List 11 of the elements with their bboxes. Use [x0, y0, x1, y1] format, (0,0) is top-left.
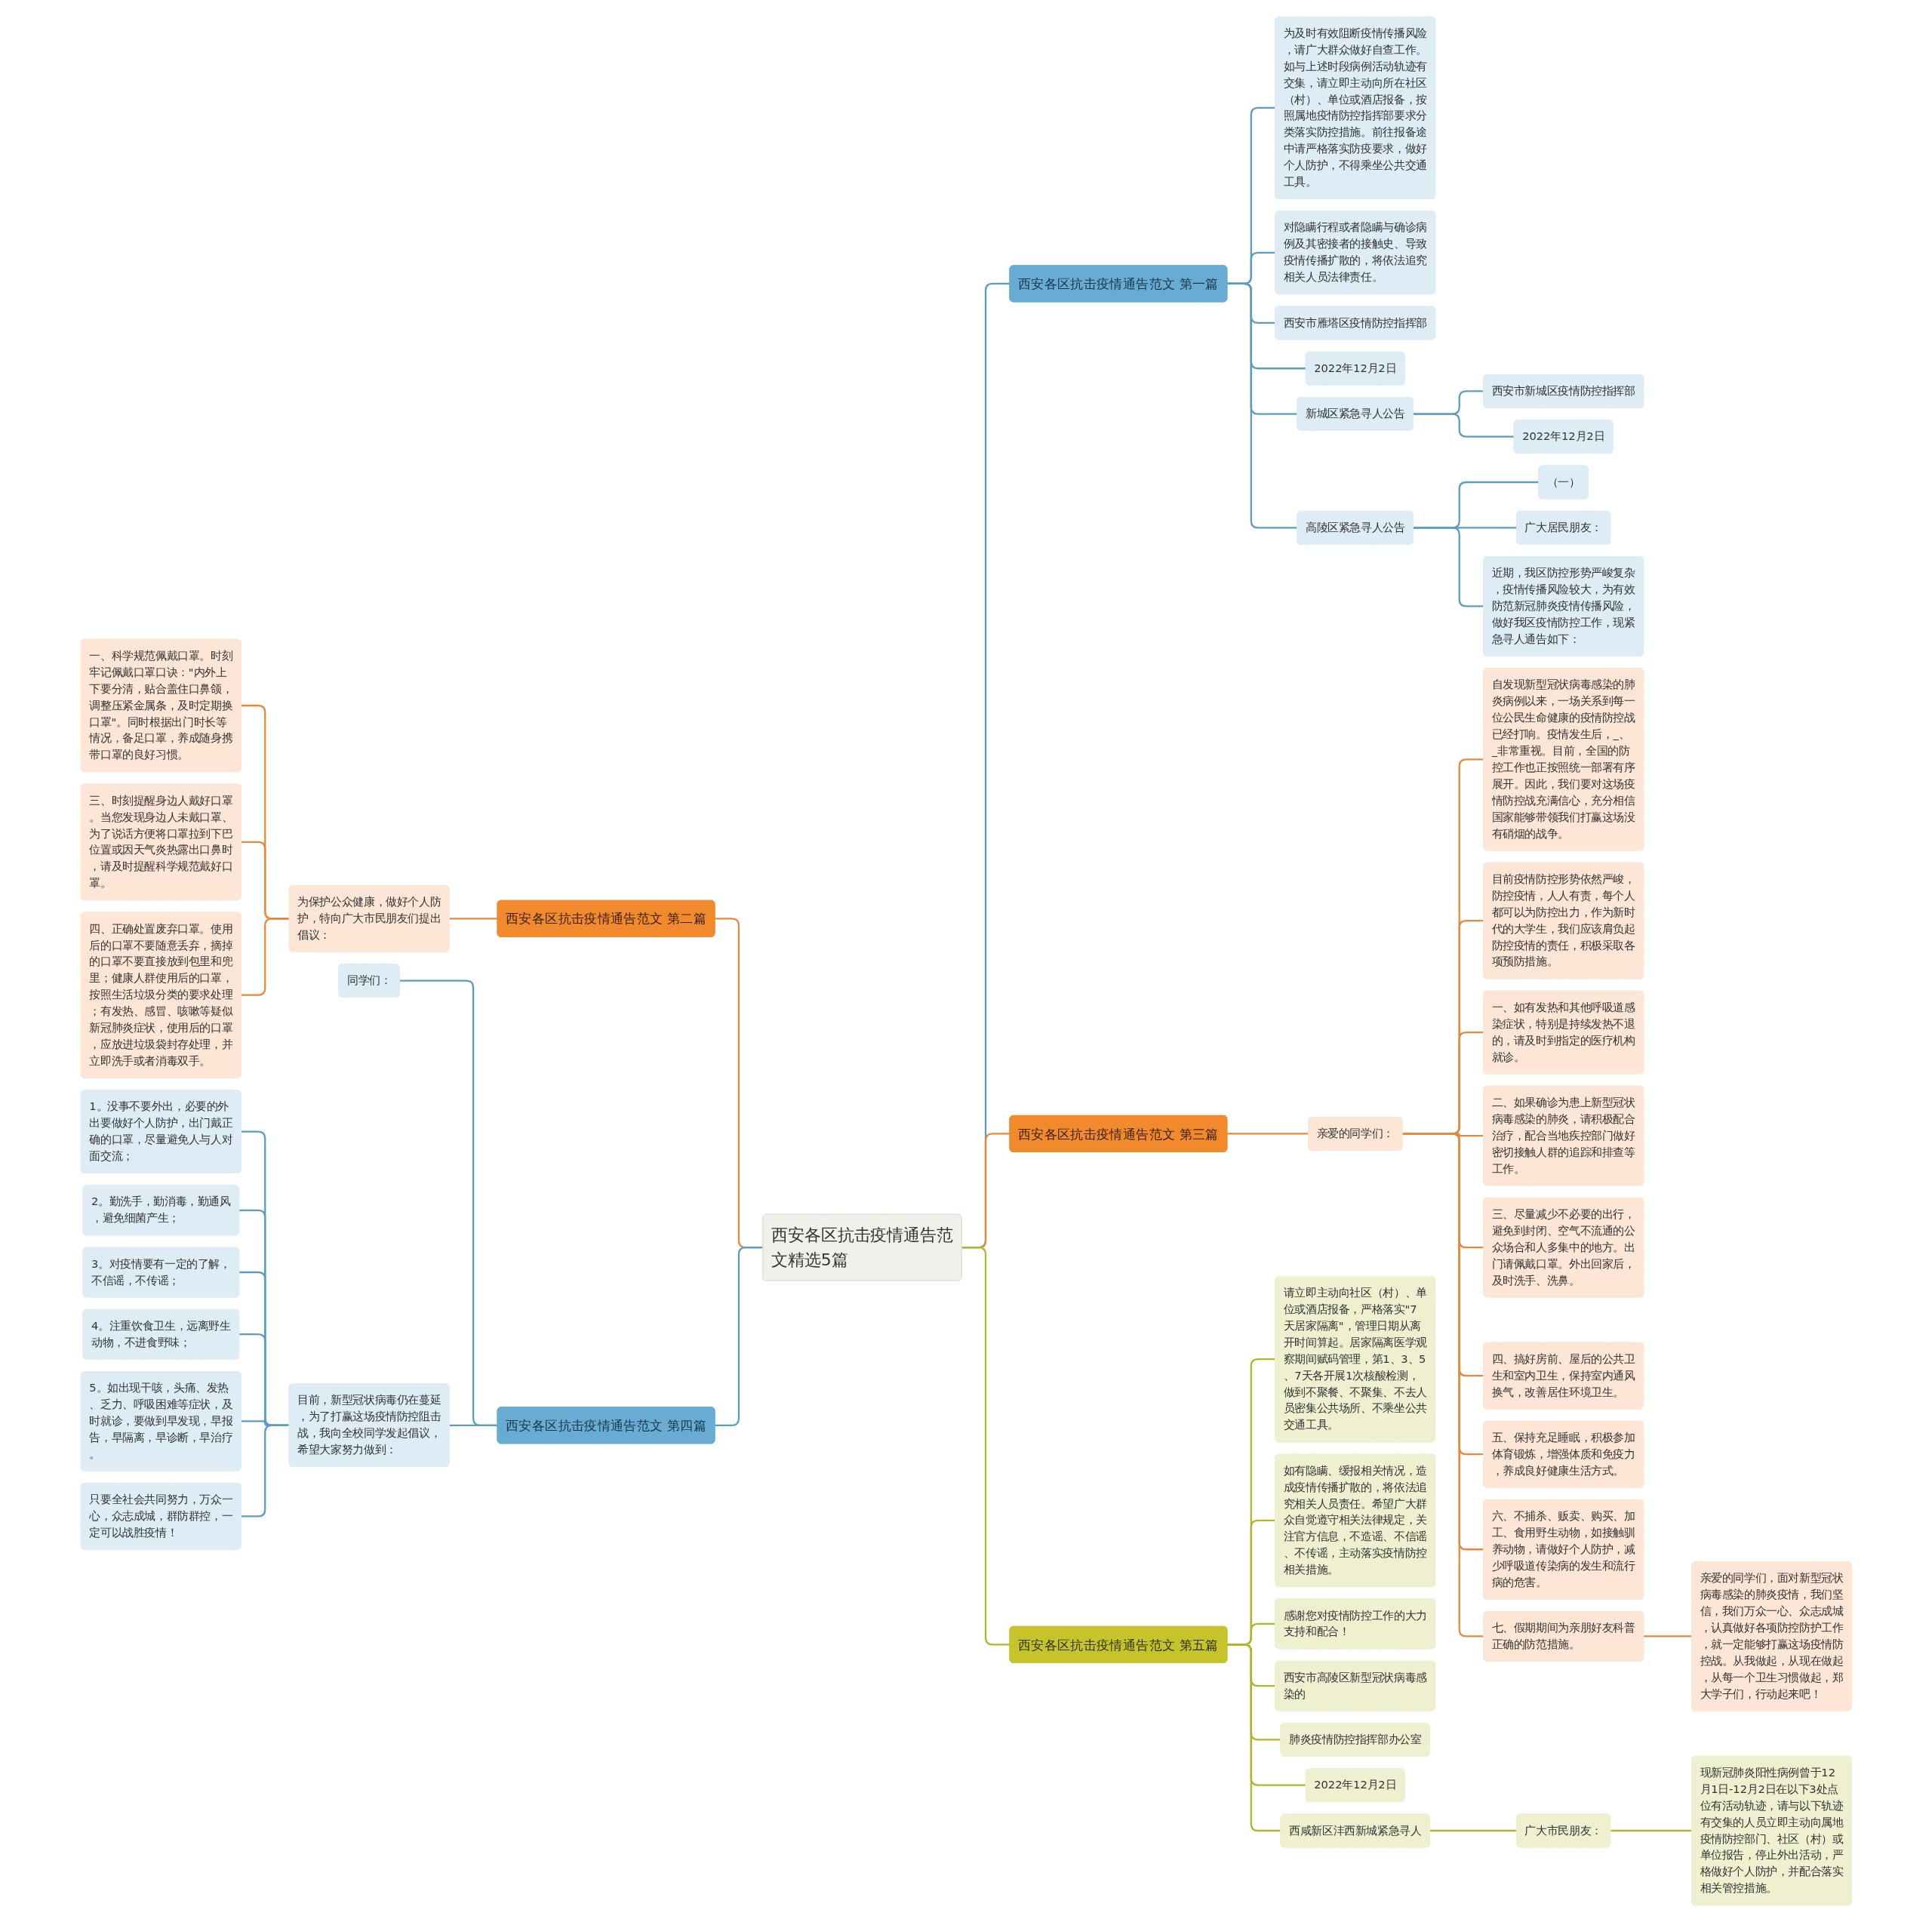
connector — [1226, 1133, 1309, 1135]
connector — [1226, 1644, 1281, 1832]
connector — [448, 1424, 497, 1426]
connector — [1610, 1829, 1692, 1832]
connector — [1226, 282, 1297, 529]
connector — [448, 918, 497, 920]
connector — [1429, 1829, 1517, 1832]
connector — [1643, 1635, 1692, 1638]
connector — [398, 979, 497, 1426]
connector — [1401, 1133, 1484, 1638]
connector — [1413, 413, 1514, 438]
